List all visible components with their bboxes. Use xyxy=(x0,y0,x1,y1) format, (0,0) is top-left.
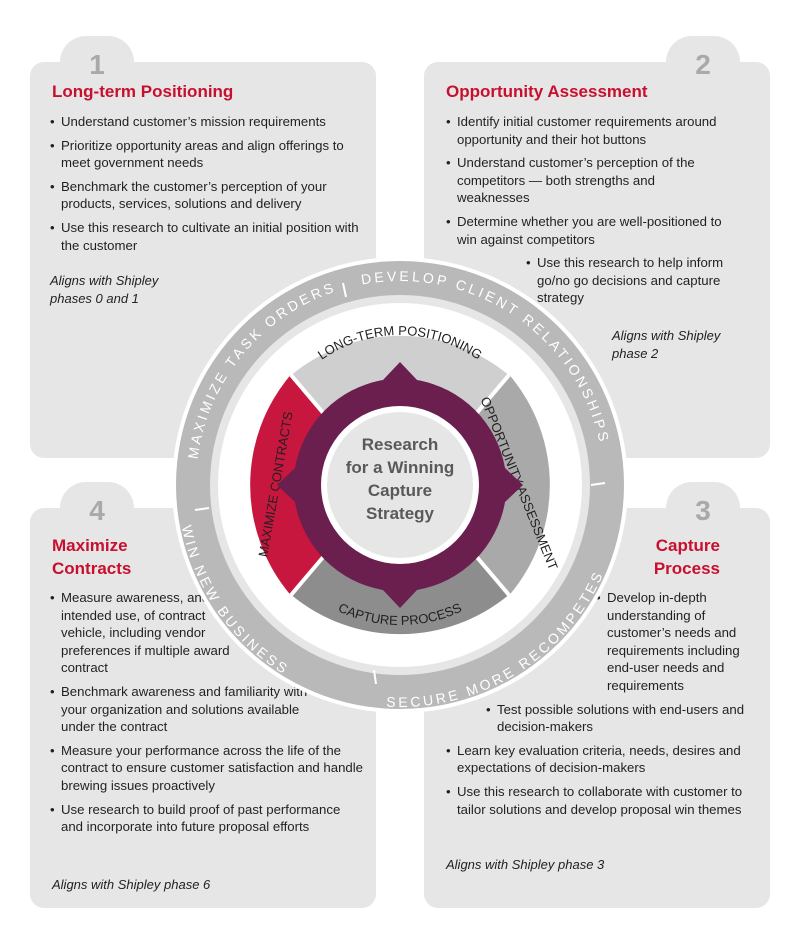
center-circle xyxy=(327,412,473,558)
panel-bullets-4: Measure awareness, and intended use, of … xyxy=(50,589,365,842)
ring-divider xyxy=(590,482,606,486)
bullet: Develop in-depth understanding of custom… xyxy=(596,589,747,695)
center-label: Research for a Winning Capture Strategy xyxy=(346,435,454,523)
panel-title-2: Opportunity Assessment xyxy=(446,82,648,101)
panel-bullets-3: Develop in-depth understanding of custom… xyxy=(446,589,751,824)
ring-divider xyxy=(373,669,377,685)
panel-note-3: Aligns with Shipley phase 3 xyxy=(446,857,605,872)
bullet: Measure your performance across the life… xyxy=(50,742,365,795)
bullet: Test possible solutions with end-users a… xyxy=(486,701,762,736)
bullet: Prioritize opportunity areas and align o… xyxy=(50,137,365,172)
bullet: Understand customer’s mission requiremen… xyxy=(50,113,365,131)
panel-number-2: 2 xyxy=(666,36,740,86)
bullet: Use research to build proof of past perf… xyxy=(50,801,365,836)
panel-note-1: Aligns with Shipley phases 0 and 1 xyxy=(50,273,159,306)
bullet: Understand customer’s perception of the … xyxy=(446,154,707,207)
panel-number-4: 4 xyxy=(60,482,134,532)
center-text-line: Capture xyxy=(368,481,432,500)
bullet: Use this research to collaborate with cu… xyxy=(446,783,751,818)
ring-divider xyxy=(194,507,210,511)
center-text-line: Strategy xyxy=(366,504,435,523)
panel-title-4: Maximize Contracts xyxy=(52,536,132,578)
bullet: Use this research to cultivate an initia… xyxy=(50,219,365,254)
panel-note-2: Aligns with Shipley phase 2 xyxy=(612,328,721,361)
ring-divider xyxy=(342,282,347,298)
bullet: Benchmark the customer’s perception of y… xyxy=(50,178,365,213)
panel-note-4: Aligns with Shipley phase 6 xyxy=(52,877,211,892)
center-text-line: for a Winning xyxy=(346,458,454,477)
bullet: Learn key evaluation criteria, needs, de… xyxy=(446,742,751,777)
bullet: Identify initial customer requirements a… xyxy=(446,113,751,148)
center-text-line: Research xyxy=(362,435,439,454)
panel-bullets-1: Understand customer’s mission requiremen… xyxy=(50,113,365,260)
bullet: Measure awareness, and intended use, of … xyxy=(50,589,236,677)
panel-bullets-2: Identify initial customer requirements a… xyxy=(446,113,751,313)
panel-number-3: 3 xyxy=(666,482,740,532)
bullet: Benchmark awareness and familiarity with… xyxy=(50,683,326,736)
panel-title-1: Long-term Positioning xyxy=(52,82,234,101)
bullet: Determine whether you are well-positione… xyxy=(446,213,742,248)
bullet: Use this research to help inform go/no g… xyxy=(526,254,737,307)
panel-title-3: Capture Process xyxy=(653,536,720,578)
panel-number-1: 1 xyxy=(60,36,134,86)
